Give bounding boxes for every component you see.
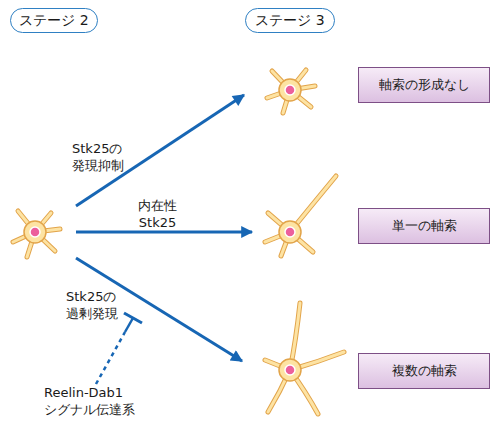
result-box: 単一の軸索 [358,208,490,244]
neurite-outline [267,70,315,113]
nucleus [285,227,295,237]
neurite [13,211,60,257]
result-box: 軸索の形成なし [358,67,490,103]
neurite-outline [13,211,60,257]
node-text: 単一の軸索 [392,217,457,235]
node-text: ステージ 2 [19,12,88,30]
stage-tag: ステージ 3 [245,8,335,33]
nucleus [285,85,295,95]
neuron-single-axon [265,176,336,256]
arrow-label: Stk25の 過剰発現 [66,288,118,322]
result-box: 複数の軸索 [358,353,490,389]
cell-body [279,221,301,243]
flow-arrow [76,231,252,234]
cell-body [24,221,46,243]
neurite-outline [265,176,336,256]
neuron-stage2 [13,211,60,257]
flow-arrows [76,95,252,361]
node-text: ステージ 3 [255,12,324,30]
dashed-line [96,332,125,384]
neurite [265,176,336,256]
cell-body [279,359,301,381]
arrow-label: 内在性 Stk25 [138,197,177,231]
pathway-label: Reelin-Dab1 シグナル伝達系 [44,384,135,418]
neurite-outline [265,303,344,414]
neurite [265,303,344,414]
node-text: 複数の軸索 [392,362,457,380]
inhibition-stem [125,318,133,332]
inhibition-line [96,313,142,384]
neuron-no-axon [267,70,315,113]
stage-tag: ステージ 2 [10,8,98,33]
cell-body [279,79,301,101]
nucleus [30,227,40,237]
nucleus [285,365,295,375]
arrow-label: Stk25の 発現抑制 [72,140,124,174]
neurite [267,70,315,113]
node-text: 軸索の形成なし [379,76,470,94]
neuron-multiple-axons [265,303,344,414]
inhibition-bar [124,313,142,323]
